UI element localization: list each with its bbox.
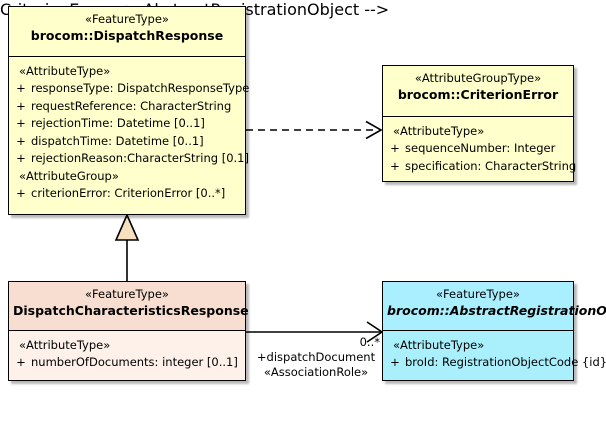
attribute-visibility: + xyxy=(16,81,26,95)
attribute-group-label: «AttributeType» xyxy=(393,338,485,352)
attribute-text: numberOfDocuments: integer [0..1] xyxy=(31,355,238,369)
attribute-group-label: «AttributeType» xyxy=(19,338,111,352)
class-body-dispatch-response: «AttributeType» + responseType: Dispatch… xyxy=(9,57,249,214)
class-box-dispatch-characteristics-response[interactable]: «FeatureType» DispatchCharacteristicsRes… xyxy=(8,281,249,381)
attribute-text: requestReference: CharacterString xyxy=(31,98,232,113)
class-box-abstract-registration-object[interactable]: «FeatureType» brocom::AbstractRegistrati… xyxy=(382,281,606,381)
dependency-connector[interactable] xyxy=(246,120,386,140)
class-name: brocom::CriterionError xyxy=(397,87,559,102)
attribute-text: rejectionReason:CharacterString [0.1] xyxy=(31,151,249,165)
class-header-dispatch-response: «FeatureType» brocom::DispatchResponse xyxy=(9,7,245,57)
attribute-visibility: + xyxy=(16,185,26,200)
attribute-group-label: «AttributeType» xyxy=(19,64,111,78)
attribute-row[interactable]: + rejectionReason:CharacterString [0.1] xyxy=(11,150,249,168)
class-body-dispatch-characteristics-response: «AttributeType» + numberOfDocuments: int… xyxy=(9,331,245,380)
attribute-group-label: «AttributeType» xyxy=(393,124,485,138)
attribute-row[interactable]: + specification: CharacterString xyxy=(385,158,576,176)
association-stereotype-label: «AssociationRole» xyxy=(263,365,369,379)
attribute-visibility: + xyxy=(16,133,26,148)
generalization-triangle-arrowhead xyxy=(114,213,140,241)
class-stereotype: «FeatureType» xyxy=(436,287,520,301)
attribute-row[interactable]: + broId: RegistrationObjectCode {id} xyxy=(385,354,606,372)
attribute-text: responseType: DispatchResponseType xyxy=(31,81,250,95)
attribute-visibility: + xyxy=(390,141,400,155)
attribute-row[interactable]: + responseType: DispatchResponseType xyxy=(11,80,249,98)
attribute-visibility: + xyxy=(16,116,26,130)
attribute-text: criterionError: CriterionError [0..*] xyxy=(31,185,226,200)
class-body-criterion-error: «AttributeType» + sequenceNumber: Intege… xyxy=(383,117,576,181)
generalization-connector[interactable] xyxy=(112,213,142,283)
attribute-text: sequenceNumber: Integer xyxy=(405,141,556,155)
class-box-dispatch-response[interactable]: «FeatureType» brocom::DispatchResponse «… xyxy=(8,6,249,215)
class-name: brocom::AbstractRegistrationObject xyxy=(387,303,606,318)
attribute-visibility: + xyxy=(390,355,400,369)
attribute-visibility: + xyxy=(16,355,26,369)
attribute-text: dispatchTime: Datetime [0..1] xyxy=(31,133,204,148)
class-box-criterion-error[interactable]: «AttributeGroupType» brocom::CriterionEr… xyxy=(382,65,576,182)
class-body-abstract-registration-object: «AttributeType» + broId: RegistrationObj… xyxy=(383,331,606,380)
attribute-text: specification: CharacterString xyxy=(405,158,577,173)
class-stereotype: «FeatureType» xyxy=(85,287,169,301)
attribute-visibility: + xyxy=(390,158,400,173)
attribute-text: rejectionTime: Datetime [0..1] xyxy=(31,116,205,130)
attribute-group-label: «AttributeGroup» xyxy=(19,168,119,183)
class-header-dispatch-characteristics-response: «FeatureType» DispatchCharacteristicsRes… xyxy=(9,282,249,331)
attribute-text: broId: RegistrationObjectCode {id} xyxy=(405,355,606,369)
class-header-abstract-registration-object: «FeatureType» brocom::AbstractRegistrati… xyxy=(383,282,606,331)
class-name: DispatchCharacteristicsResponse xyxy=(13,303,249,318)
attribute-row[interactable]: + rejectionTime: Datetime [0..1] xyxy=(11,115,243,133)
association-multiplicity-label: 0..* xyxy=(359,335,380,349)
attribute-visibility: + xyxy=(16,151,26,165)
dependency-open-arrowhead xyxy=(365,120,383,140)
association-role-label: +dispatchDocument xyxy=(256,350,376,364)
attribute-row[interactable]: + sequenceNumber: Integer xyxy=(385,140,571,158)
class-stereotype: «AttributeGroupType» xyxy=(414,71,542,85)
class-name: brocom::DispatchResponse xyxy=(30,28,224,43)
attribute-row[interactable]: + dispatchTime: Datetime [0..1] xyxy=(11,133,243,151)
attribute-row[interactable]: + requestReference: CharacterString xyxy=(11,98,243,116)
attribute-row[interactable]: + numberOfDocuments: integer [0..1] xyxy=(11,354,243,372)
class-stereotype: «FeatureType» xyxy=(85,12,169,26)
class-header-criterion-error: «AttributeGroupType» brocom::CriterionEr… xyxy=(383,66,573,117)
attribute-visibility: + xyxy=(16,98,26,113)
attribute-row[interactable]: + criterionError: CriterionError [0..*] xyxy=(11,185,243,203)
